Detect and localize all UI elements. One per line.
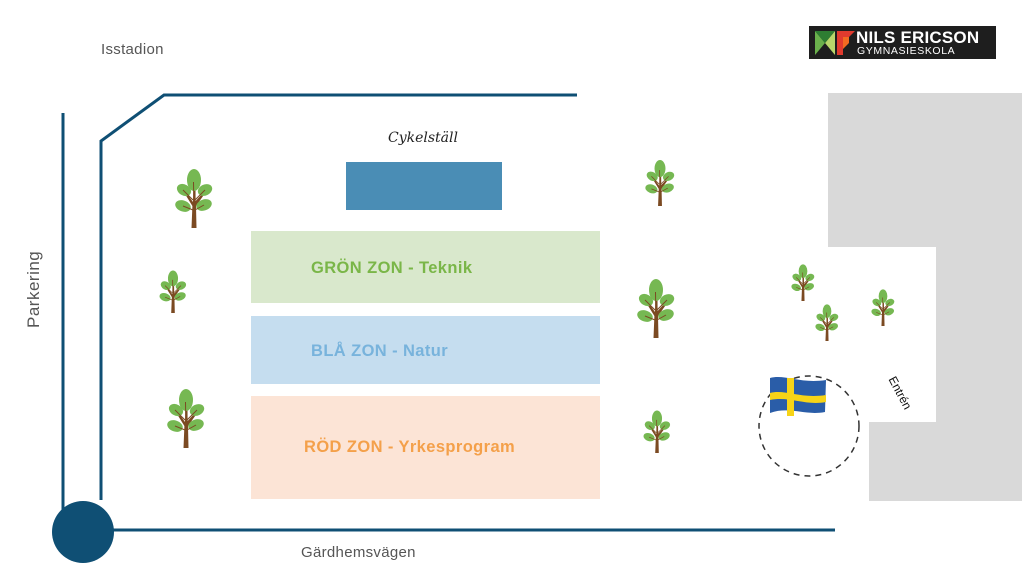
bike-rack — [346, 162, 502, 210]
tree-icon — [165, 388, 207, 449]
school-logo: NILS ERICSON GYMNASIESKOLA — [809, 26, 996, 59]
swedish-flag-icon — [770, 377, 826, 416]
logo-name: NILS ERICSON — [856, 28, 980, 47]
tree-icon — [814, 304, 840, 342]
label-cykelstall: Cykelställ — [388, 130, 458, 146]
roads — [61, 93, 835, 532]
label-parkering: Parkering — [24, 250, 43, 328]
tree-icon — [790, 264, 816, 302]
zone-blue-label: BLÅ ZON - Natur — [311, 342, 449, 360]
logo-subtitle: GYMNASIESKOLA — [857, 45, 956, 57]
school-building — [828, 93, 1022, 501]
zone-green[interactable]: GRÖN ZON - Teknik — [251, 231, 600, 303]
tree-icon — [173, 168, 215, 229]
tree-icon — [643, 159, 677, 207]
roundabout — [52, 501, 114, 563]
flagpole-area — [758, 375, 860, 477]
label-isstadion: Isstadion — [101, 41, 164, 58]
logo-mark-icon — [815, 31, 855, 55]
road-north — [99, 93, 577, 500]
tree-icon — [641, 410, 672, 454]
zone-blue[interactable]: BLÅ ZON - Natur — [251, 316, 600, 384]
zone-red-label: RÖD ZON - Yrkesprogram — [304, 438, 516, 456]
tree-icon — [157, 270, 188, 314]
label-gardhemsvagen: Gärdhemsvägen — [301, 544, 416, 561]
zone-green-label: GRÖN ZON - Teknik — [311, 259, 473, 277]
zone-red[interactable]: RÖD ZON - Yrkesprogram — [251, 396, 600, 499]
tree-icon — [870, 289, 896, 327]
tree-icon — [635, 278, 677, 339]
